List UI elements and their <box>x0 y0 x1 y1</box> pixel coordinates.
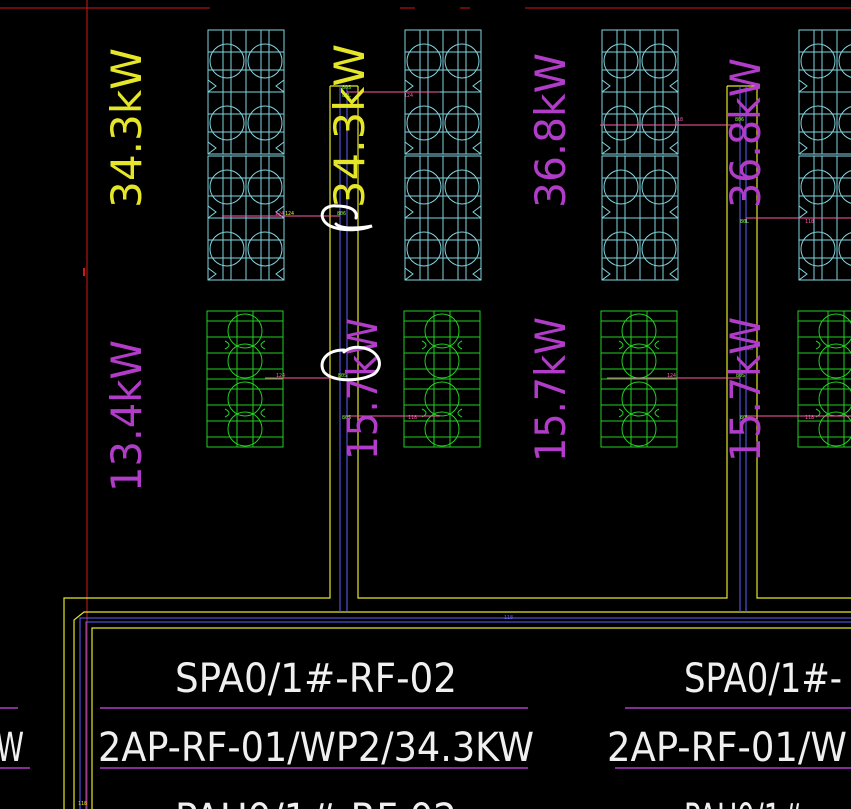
tag: 80L <box>740 219 749 225</box>
tag: 118 <box>805 415 814 421</box>
panel-left-partial: PAU0/1# RF 02 <box>175 796 457 809</box>
pink-feeder-lines <box>222 91 851 417</box>
panel-left-name: SPA0/1#-RF-02 <box>175 656 457 702</box>
fan-coil-unit-icon <box>207 155 285 219</box>
fan-coil-unit-icon <box>601 217 679 281</box>
fan-coil-unit-icon <box>601 91 679 155</box>
hand-drawn-circle-icon <box>320 204 373 232</box>
tag: 118 <box>805 219 814 225</box>
tag: 124 <box>275 211 284 217</box>
small-tags: 124 80L 806 124 80S 124 118 80S 806 118 … <box>78 85 814 807</box>
tag: 80L <box>342 93 351 99</box>
tag: 80S <box>736 373 745 379</box>
power-label-col4-bottom: 15.7kW <box>721 317 770 462</box>
power-label-col1-bottom: 13.4kW <box>102 340 151 492</box>
panel-edge-fragment: W <box>0 725 24 771</box>
panel-right: SPA0/1#- 2AP-RF-01/W PAU0/1# <box>607 656 847 809</box>
tag: 124 <box>667 373 676 379</box>
tag: 118 <box>78 801 87 807</box>
fan-coil-unit-icon <box>404 155 482 219</box>
fan-coil-unit-icon <box>601 29 679 93</box>
fan-coil-unit-icon <box>403 378 481 448</box>
fan-coil-unit-icon <box>797 310 851 380</box>
panel-right-name: SPA0/1#- <box>684 656 842 702</box>
tag: 806 <box>735 117 744 123</box>
panel-left-circuit: 2AP-RF-01/WP2/34.3KW <box>98 725 534 771</box>
fan-coil-unit-icon <box>798 217 851 281</box>
tag: 118 <box>504 615 513 621</box>
panel-edge: W <box>0 725 24 771</box>
fan-coil-unit-icon <box>403 310 481 380</box>
fan-coil-unit-icon <box>797 378 851 448</box>
tag: 118 <box>744 346 753 352</box>
fan-coil-unit-icon <box>404 91 482 155</box>
power-label-col1-top: 34.3kW <box>102 48 151 208</box>
fan-coil-unit-icon <box>798 91 851 155</box>
tag: 124 <box>276 373 285 379</box>
tag: 124 <box>285 211 294 217</box>
tag: 118 <box>408 415 417 421</box>
fan-coil-unit-icon <box>207 217 285 281</box>
fan-coil-unit-icon <box>206 310 284 380</box>
yellow-bus-lines <box>63 85 851 809</box>
power-labels: 34.3kW 13.4kW 34.3kW 15.7kW 36.8kW 15.7k… <box>102 44 770 492</box>
fan-coil-unit-icon <box>798 155 851 219</box>
power-label-col2-top: 34.3kW <box>325 44 374 208</box>
tag: 80S <box>342 85 351 91</box>
hand-drawn-circle-icon <box>320 345 381 382</box>
tag: 80L <box>740 415 749 421</box>
panel-right-partial: PAU0/1# <box>684 796 804 809</box>
power-label-col3-top: 36.8kW <box>526 53 575 208</box>
fan-coil-unit-icon <box>404 29 482 93</box>
fan-coil-unit-icon <box>207 91 285 155</box>
fan-coil-unit-icon <box>600 378 678 448</box>
panel-left: SPA0/1#-RF-02 2AP-RF-01/WP2/34.3KW PAU0/… <box>98 656 534 809</box>
fan-coil-unit-icon <box>207 29 285 93</box>
panel-right-circuit: 2AP-RF-01/W <box>607 725 847 771</box>
fan-coil-unit-icon <box>798 29 851 93</box>
fan-coil-unit-icon <box>206 378 284 448</box>
tag: 80S <box>342 415 351 421</box>
tag: 118 <box>674 117 683 123</box>
fan-coil-unit-icon <box>404 217 482 281</box>
fan-coil-unit-icon <box>601 155 679 219</box>
power-label-col3-bottom: 15.7kW <box>526 317 575 462</box>
panel-boxes <box>0 707 851 769</box>
tag: 124 <box>404 93 413 99</box>
power-label-col2-bottom: 15.7kW <box>338 318 387 460</box>
power-label-col4-top: 36.8kW <box>721 58 770 208</box>
tag: 806 <box>337 211 346 217</box>
fan-coil-unit-icon <box>600 310 678 380</box>
tag: 80S <box>338 373 347 379</box>
